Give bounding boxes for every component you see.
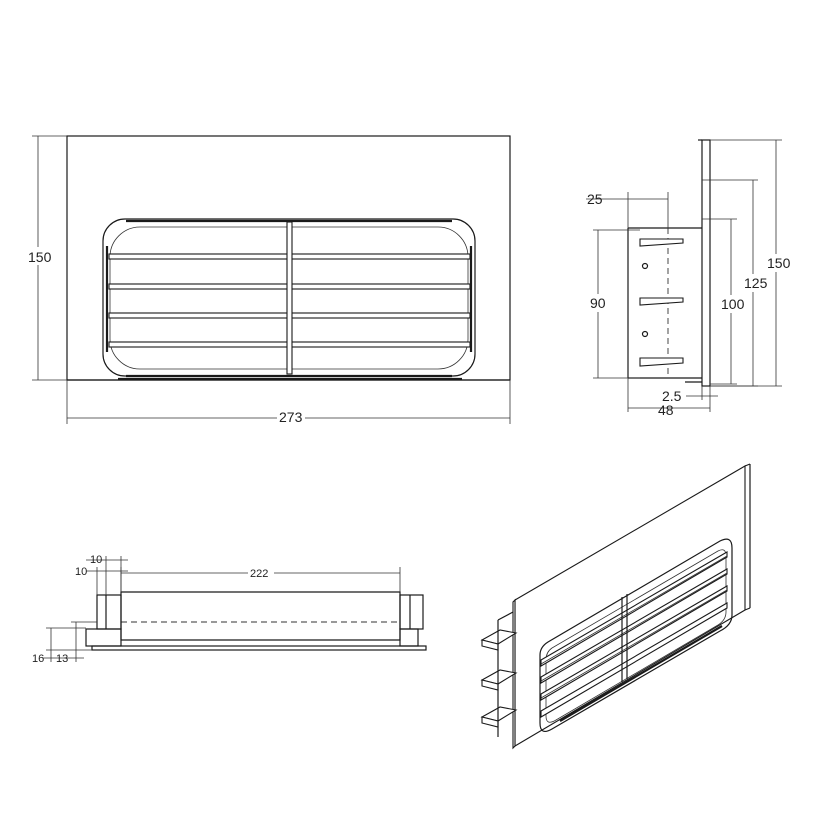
top-flange bbox=[91, 645, 427, 651]
isometric-view bbox=[480, 463, 751, 750]
front-width-label: 273 bbox=[279, 409, 303, 425]
side-total-dimension bbox=[710, 139, 793, 387]
side-top-dimension bbox=[586, 192, 669, 228]
top-length-label: 222 bbox=[250, 568, 268, 580]
side-body-dimension bbox=[702, 218, 747, 385]
front-height-dimension bbox=[26, 135, 67, 381]
side-louver-dim-label: 90 bbox=[590, 295, 606, 311]
side-fin-2 bbox=[639, 297, 684, 306]
side-top-dim-label: 25 bbox=[587, 191, 603, 207]
side-depth-dim-label: 48 bbox=[658, 402, 674, 418]
top-left-base bbox=[85, 628, 122, 647]
iso-rear-tabs bbox=[480, 611, 518, 737]
top-dim-b-label: 10 bbox=[75, 566, 87, 578]
side-hole-2 bbox=[641, 330, 649, 338]
top-right-tab bbox=[399, 594, 424, 630]
top-right-base bbox=[399, 628, 419, 647]
top-view: 10 10 222 16 13 bbox=[32, 554, 427, 665]
side-bottom-dimensions bbox=[627, 378, 718, 412]
side-fin-1 bbox=[639, 238, 684, 247]
top-dim-c-label: 16 bbox=[32, 653, 44, 665]
top-dim-d-label: 13 bbox=[56, 653, 68, 665]
top-offset-dimensions bbox=[43, 621, 97, 662]
side-view: 25 90 100 125 bbox=[586, 139, 793, 418]
iso-plate-face bbox=[514, 465, 746, 747]
top-left-tab bbox=[96, 594, 122, 630]
iso-louver-4 bbox=[540, 602, 728, 718]
front-width-dimension bbox=[66, 380, 511, 426]
side-mid-dim-label: 125 bbox=[744, 275, 768, 291]
iso-opening bbox=[539, 538, 733, 733]
front-view: 150 273 bbox=[26, 135, 511, 426]
front-center-divider bbox=[286, 221, 293, 375]
iso-louvers bbox=[540, 551, 728, 722]
top-dim-a-label: 10 bbox=[90, 554, 102, 566]
side-body-dim-label: 100 bbox=[721, 296, 745, 312]
top-length-dimension bbox=[120, 565, 401, 592]
side-fin-3 bbox=[639, 357, 684, 367]
side-louver-dimension bbox=[588, 229, 640, 379]
front-height-label: 150 bbox=[28, 249, 52, 265]
side-flange bbox=[701, 139, 711, 387]
side-flange-dim-label: 2.5 bbox=[662, 388, 682, 404]
side-hole-1 bbox=[641, 262, 649, 270]
top-body bbox=[120, 591, 401, 641]
side-total-dim-label: 150 bbox=[767, 255, 791, 271]
